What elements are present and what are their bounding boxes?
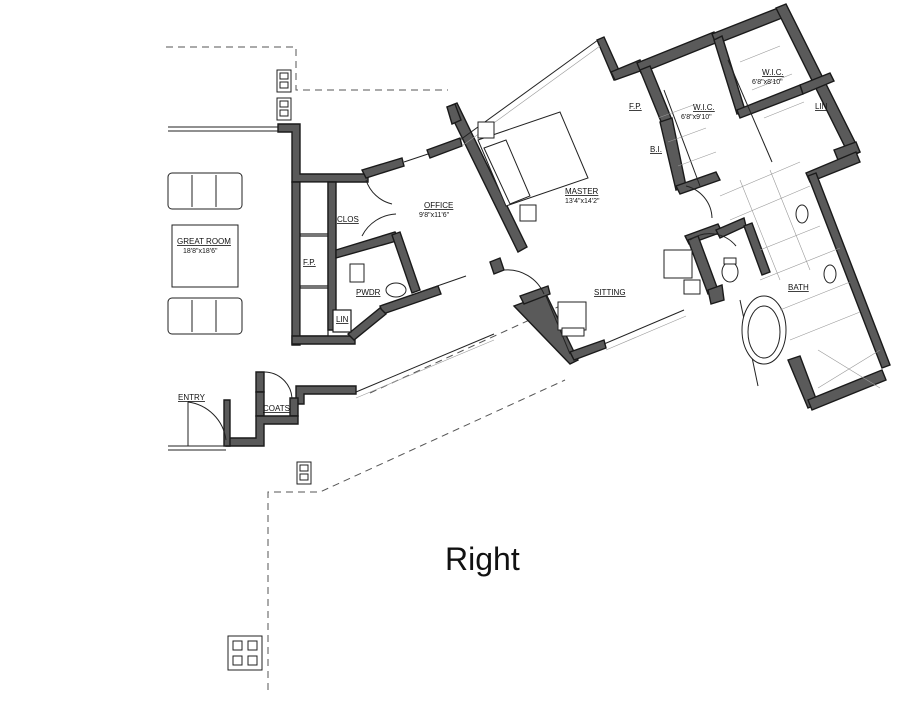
column-markers — [227, 69, 312, 671]
door-swings — [361, 179, 737, 295]
furniture — [167, 111, 881, 389]
master-size: 13'4"x14'2" — [565, 198, 600, 205]
room-labels: GREAT ROOM 18'8"x18'6" OFFICE 9'8"x11'6"… — [177, 68, 828, 413]
wic-2-label: W.I.C. — [762, 68, 784, 77]
office-size: 9'8"x11'6" — [419, 212, 450, 219]
office-label: OFFICE — [424, 201, 453, 210]
wic-2-size: 6'8"x8'10" — [752, 79, 783, 86]
lin-right-label: LIN — [815, 102, 828, 111]
lin-left-label: LIN — [336, 315, 349, 324]
fp-master-label: F.P. — [629, 102, 642, 111]
main-walls — [361, 3, 891, 369]
bi-label: B.I. — [650, 145, 662, 154]
bath-tile-grid — [719, 161, 861, 341]
wic-1-label: W.I.C. — [693, 103, 715, 112]
caption: Right — [445, 541, 520, 577]
coats-label: COATS — [263, 404, 290, 413]
sitting-label: SITTING — [594, 288, 626, 297]
closet-rods — [657, 45, 805, 187]
clos-label: CLOS — [337, 215, 359, 224]
entry-label: ENTRY — [178, 393, 206, 402]
left-wing-walls — [168, 123, 442, 346]
pwdr-label: PWDR — [356, 288, 381, 297]
great-room-size: 18'8"x18'6" — [183, 248, 218, 255]
entry-walls — [168, 371, 357, 451]
bath-label: BATH — [788, 283, 809, 292]
master-label: MASTER — [565, 187, 599, 196]
great-room-label: GREAT ROOM — [177, 237, 231, 246]
wic-1-size: 6'8"x9'10" — [681, 114, 712, 121]
fp-left-label: F.P. — [303, 258, 316, 267]
